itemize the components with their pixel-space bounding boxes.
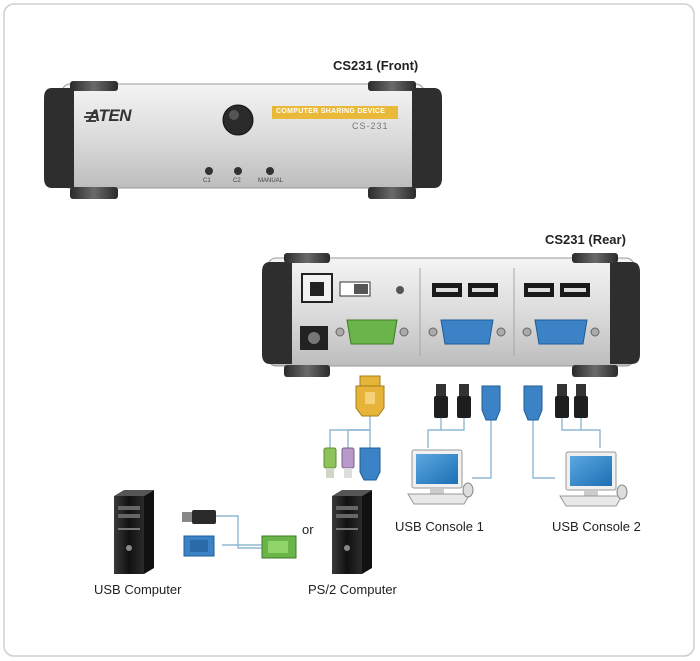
front-left-cap bbox=[44, 88, 74, 188]
front-right-cap bbox=[412, 88, 442, 188]
led-c1-icon bbox=[205, 167, 213, 175]
front-body bbox=[61, 83, 425, 189]
led-c2-icon bbox=[234, 167, 242, 175]
led-manual-icon bbox=[266, 167, 274, 175]
ps2-computer-label: PS/2 Computer bbox=[308, 582, 397, 597]
usb-computer-icon bbox=[114, 490, 154, 574]
banner-strip bbox=[272, 106, 398, 119]
usb-console-2-icon bbox=[559, 451, 628, 507]
banner-text: COMPUTER SHARING DEVICE bbox=[276, 108, 386, 115]
vga-green-port-icon bbox=[346, 319, 398, 345]
front-title: CS231 (Front) bbox=[333, 58, 419, 73]
aten-logo-icon bbox=[84, 112, 96, 122]
vga-blue-connector-icon bbox=[523, 385, 543, 421]
front-foot bbox=[70, 81, 118, 91]
vga-blue-port-icon bbox=[440, 319, 494, 345]
front-foot bbox=[368, 81, 416, 91]
vga-yellow-connector-icon bbox=[355, 375, 385, 417]
cables bbox=[215, 415, 601, 549]
reset-icon bbox=[396, 286, 404, 294]
usb-computer-label: USB Computer bbox=[94, 582, 182, 597]
rear-device bbox=[262, 253, 640, 377]
vga-green-connector-icon bbox=[261, 535, 297, 559]
ps2-computer-icon bbox=[332, 490, 372, 574]
usb-connector-icon bbox=[434, 384, 471, 418]
brand-logo: ATEN bbox=[88, 106, 132, 125]
front-foot bbox=[368, 187, 416, 199]
port-select-button bbox=[222, 104, 254, 136]
ps2-green-connector-icon bbox=[323, 447, 337, 478]
rear-title: CS231 (Rear) bbox=[545, 232, 626, 247]
ps2-purple-connector-icon bbox=[341, 447, 355, 478]
vga-blue-connector-icon bbox=[481, 385, 501, 421]
or-label: or bbox=[302, 522, 314, 537]
usb-connector-icon bbox=[555, 384, 588, 418]
usb-console-1-label: USB Console 1 bbox=[395, 519, 484, 534]
led-c1-label: C1 bbox=[203, 178, 211, 184]
front-device bbox=[44, 81, 442, 199]
usb-connector-icon bbox=[182, 510, 216, 524]
usb-console-2-label: USB Console 2 bbox=[552, 519, 641, 534]
led-manual-label: MANUAL bbox=[258, 178, 284, 184]
front-foot bbox=[70, 187, 118, 199]
usb-console-1-icon bbox=[407, 449, 474, 505]
vga-blue-connector-icon bbox=[183, 535, 215, 557]
rear-left-cap bbox=[262, 262, 292, 364]
rear-right-cap bbox=[610, 262, 640, 364]
vga-blue-port-icon bbox=[534, 319, 588, 345]
led-c2-label: C2 bbox=[233, 178, 241, 184]
vga-blue-connector-icon bbox=[359, 447, 381, 481]
model-label: CS-231 bbox=[352, 121, 389, 131]
